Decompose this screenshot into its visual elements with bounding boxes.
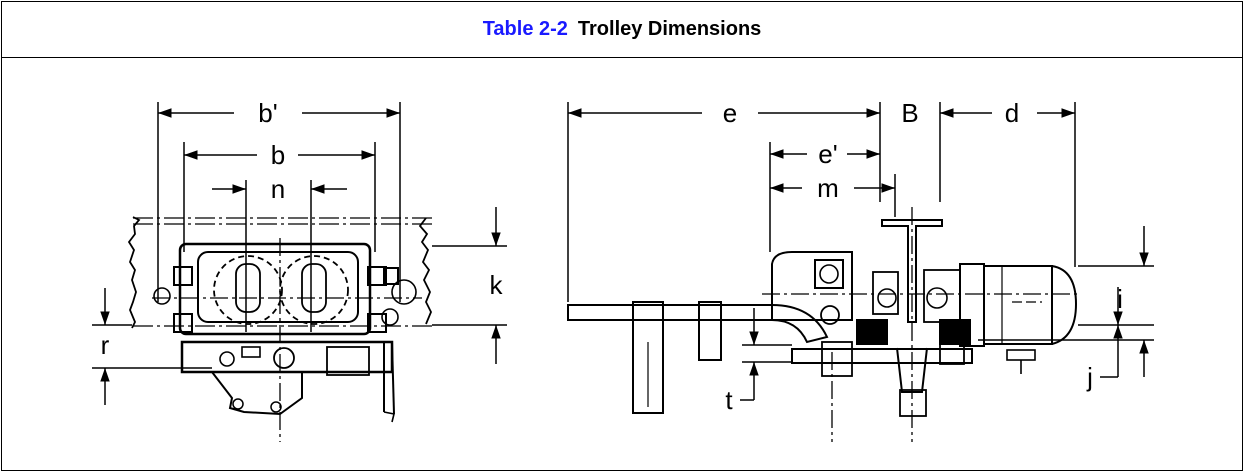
right-side-view <box>567 102 1154 442</box>
label-d: d <box>1005 98 1019 128</box>
label-r: r <box>101 330 110 360</box>
label-e: e <box>723 98 737 128</box>
label-m: m <box>817 173 839 203</box>
label-B: B <box>901 98 918 128</box>
label-j: j <box>1086 362 1093 392</box>
label-e-prime: e' <box>818 139 837 169</box>
table-header: Table 2-2 Trolley Dimensions <box>2 2 1242 58</box>
label-i: i <box>1117 284 1123 314</box>
table-title: Trolley Dimensions <box>577 18 762 40</box>
table-number: Table 2-2 <box>482 18 568 40</box>
label-b: b <box>271 140 285 170</box>
label-b-prime: b' <box>258 98 277 128</box>
left-end-view <box>92 102 507 442</box>
label-k: k <box>490 270 504 300</box>
label-t: t <box>725 385 733 415</box>
trolley-dimension-drawing: b' b n k r e B d e' m i j t <box>92 98 1154 442</box>
label-n: n <box>271 174 285 204</box>
